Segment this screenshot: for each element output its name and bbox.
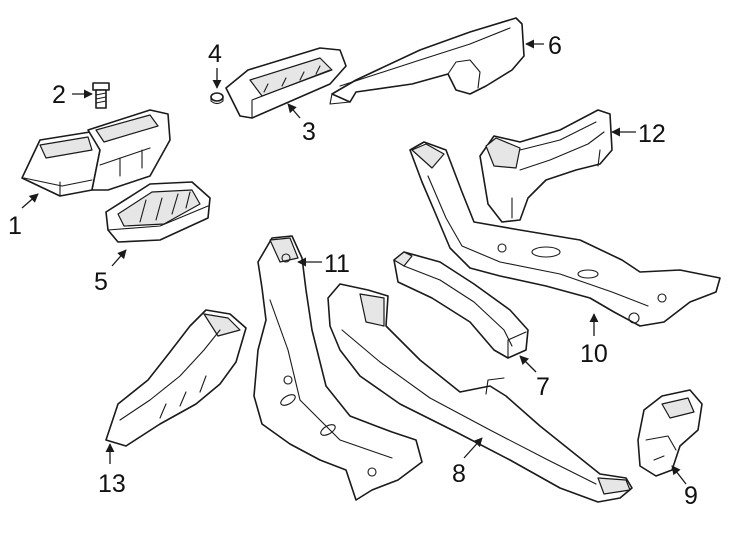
- part-1-duct: [21, 109, 171, 197]
- part-9-duct: [637, 389, 703, 477]
- callout-label-4: 4: [208, 40, 222, 68]
- callout-7: 7: [519, 355, 550, 401]
- callout-label-12: 12: [638, 120, 666, 148]
- part-3-duct: [225, 47, 347, 119]
- part-6-duct: [329, 17, 525, 105]
- callout-4: 4: [208, 40, 222, 89]
- callout-label-6: 6: [548, 32, 562, 60]
- part-4-clip: [210, 92, 224, 105]
- part-8-duct: [327, 283, 633, 503]
- part-7-duct: [393, 251, 529, 359]
- callout-1: 1: [8, 193, 39, 240]
- callout-10: 10: [580, 313, 608, 368]
- callout-6: 6: [525, 32, 562, 60]
- callout-label-13: 13: [98, 470, 126, 498]
- callout-label-5: 5: [94, 268, 108, 296]
- part-10-duct: [409, 141, 721, 327]
- part-5-duct: [105, 181, 211, 243]
- callout-label-3: 3: [302, 118, 316, 146]
- callout-label-2: 2: [52, 81, 66, 109]
- callout-label-10: 10: [580, 340, 608, 368]
- callout-label-11: 11: [324, 250, 350, 278]
- callout-5: 5: [94, 249, 127, 296]
- part-2-bolt: [92, 82, 110, 109]
- part-11-duct: [253, 235, 423, 501]
- part-13-duct: [105, 309, 247, 447]
- callout-2: 2: [52, 81, 93, 109]
- callout-8: 8: [452, 437, 483, 488]
- callout-9: 9: [671, 465, 698, 510]
- callout-label-8: 8: [452, 460, 466, 488]
- callout-11: 11: [297, 250, 350, 278]
- callout-label-9: 9: [684, 482, 698, 510]
- part-12-duct: [479, 109, 613, 223]
- callout-13: 13: [98, 443, 126, 498]
- callout-3: 3: [287, 103, 316, 146]
- callout-12: 12: [611, 120, 666, 148]
- callout-label-1: 1: [8, 212, 22, 240]
- callout-label-7: 7: [536, 373, 550, 401]
